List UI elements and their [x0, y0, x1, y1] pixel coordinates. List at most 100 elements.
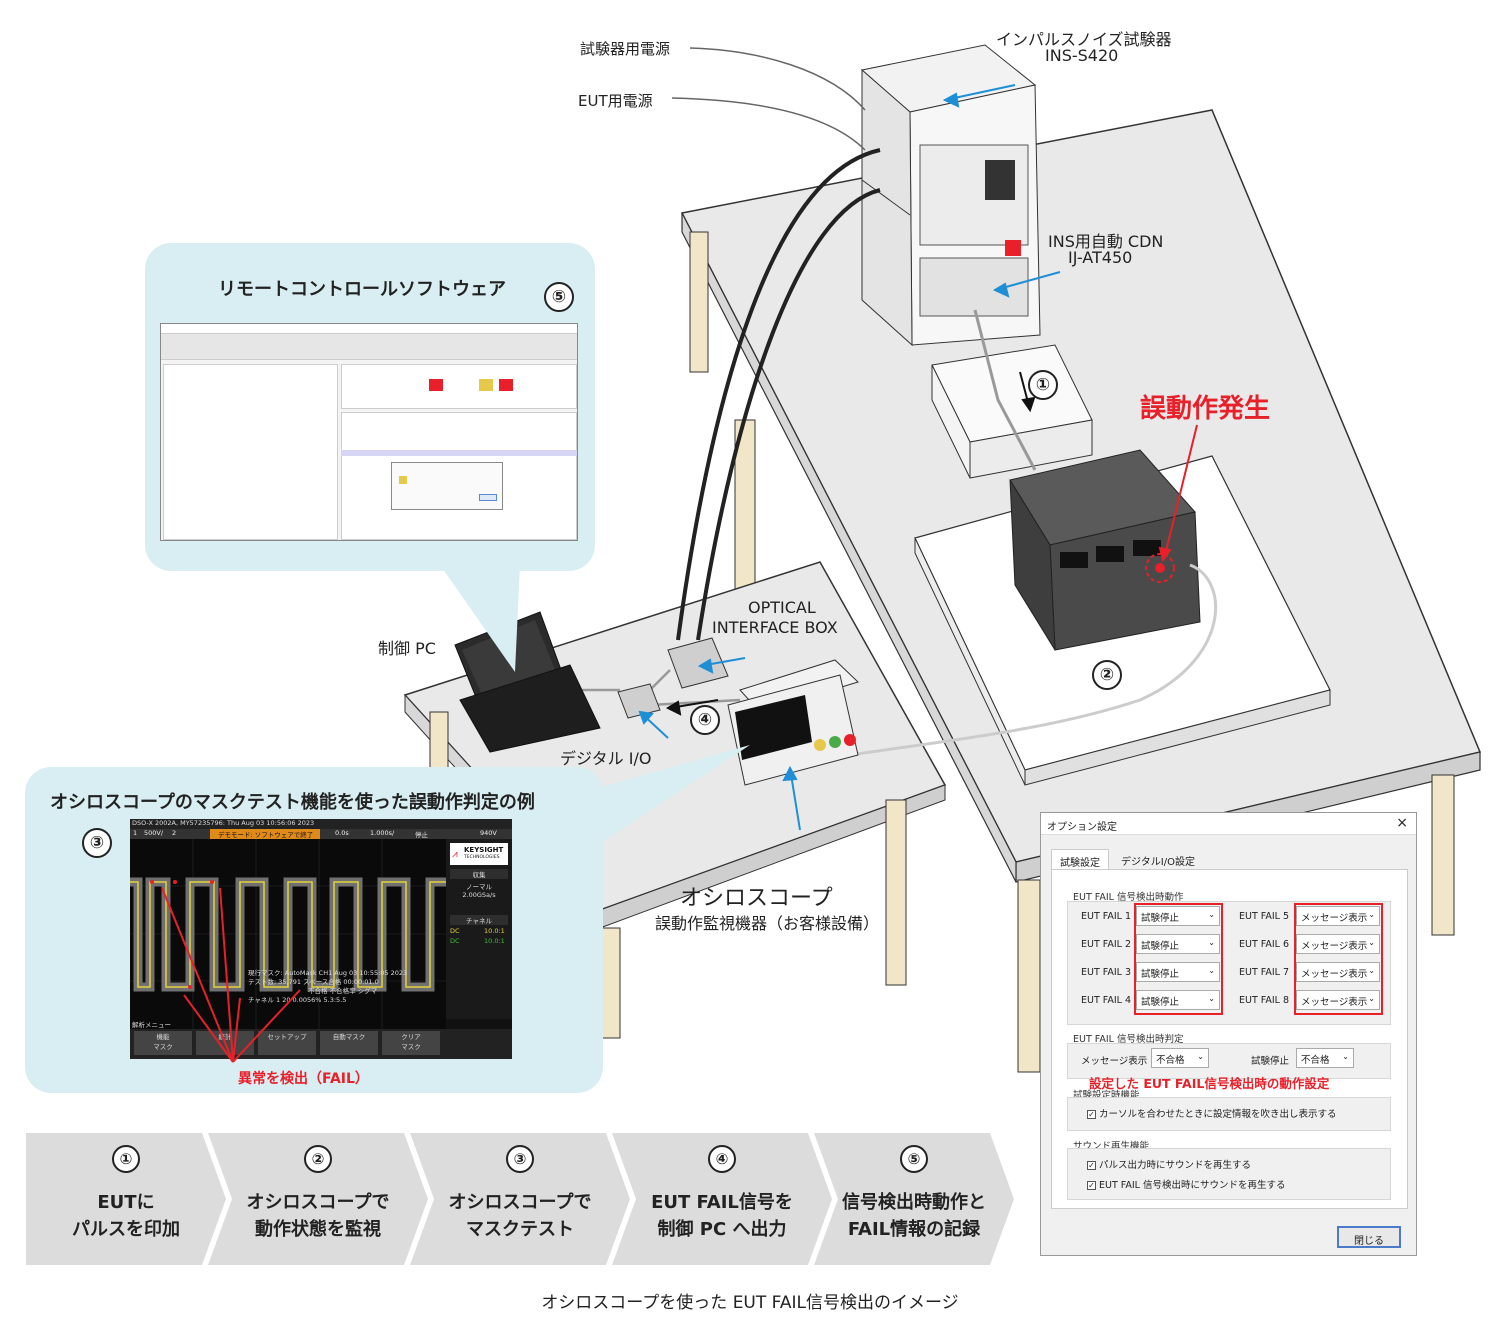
checkbox-checked-icon: ✓ — [1087, 1181, 1096, 1190]
chevron-down-icon: ⌄ — [1208, 910, 1215, 919]
acq-mode: ノーマル — [466, 883, 492, 891]
tab-digital-io[interactable]: デジタルI/O設定 — [1121, 857, 1195, 868]
softkey-automask[interactable]: 自動マスク — [320, 1031, 378, 1055]
fail8-value: メッセージ表示 — [1301, 997, 1368, 1008]
step-2-chevron — [208, 1133, 428, 1265]
fail6-label: EUT FAIL 6 — [1239, 939, 1290, 950]
step-3-line2: マスクテスト — [466, 1219, 574, 1240]
step-4-line1: EUT FAIL信号を — [651, 1192, 793, 1213]
remote-software-screenshot — [160, 323, 578, 541]
tooltip-checkbox-label: カーソルを合わせたときに設定情報を吹き出し表示する — [1099, 1109, 1337, 1120]
digital-io-label: デジタル I/O — [560, 749, 652, 768]
fail-setting-annotation: 設定した EUT FAIL信号検出時の動作設定 — [1089, 1076, 1330, 1091]
fail-left-highlight — [1134, 903, 1223, 1015]
figure-caption: オシロスコープを使った EUT FAIL信号検出のイメージ — [541, 1293, 959, 1313]
step-1-chevron — [26, 1133, 226, 1265]
fail2-select[interactable]: 試験停止⌄ — [1136, 934, 1220, 954]
chan-head: チャネル — [450, 915, 508, 925]
judge-message-select[interactable]: 不合格 ⌄ — [1151, 1048, 1209, 1068]
judge-message-value: 不合格 — [1156, 1055, 1185, 1066]
fail8-select[interactable]: メッセージ表示⌄ — [1296, 990, 1380, 1010]
fail-right-highlight — [1294, 903, 1383, 1015]
fail3-select[interactable]: 試験停止⌄ — [1136, 962, 1220, 982]
fail7-label: EUT FAIL 7 — [1239, 967, 1290, 978]
eut-power-label: EUT用電源 — [578, 92, 653, 110]
fail7-select[interactable]: メッセージ表示⌄ — [1296, 962, 1380, 982]
scope-menu-head: 解析メニュー — [132, 1021, 171, 1029]
scope-tdiv: 1.000s/ — [370, 829, 395, 837]
step-4-number: ④ — [708, 1145, 736, 1173]
dialog-titlebar: オプション設定 × — [1041, 813, 1416, 835]
scope-count: 940V — [480, 829, 497, 837]
step-4-line2: 制御 PC へ出力 — [657, 1219, 787, 1240]
softkey-clear-mask[interactable]: クリア マスク — [382, 1031, 440, 1055]
fail-arrows — [161, 887, 301, 1063]
scope-time: 0.0s — [335, 829, 349, 837]
step-2-line1: オシロスコープで — [246, 1192, 390, 1213]
callout-tail-scope — [590, 745, 750, 850]
fail4-select[interactable]: 試験停止⌄ — [1136, 990, 1220, 1010]
close-icon[interactable]: × — [1396, 815, 1408, 831]
step-2: ② オシロスコープで動作状態を監視 — [208, 1133, 428, 1265]
step-3-chevron — [410, 1133, 630, 1265]
fail4-value: 試験停止 — [1141, 997, 1180, 1008]
sound-pulse-label: パルス出力時にサウンドを再生する — [1099, 1160, 1252, 1171]
coupling-box — [931, 344, 1093, 479]
tab-test-settings[interactable]: 試験設定 — [1051, 849, 1109, 869]
marker-1: ① — [1028, 370, 1058, 400]
fail1-label: EUT FAIL 1 — [1081, 911, 1132, 922]
chevron-down-icon: ⌄ — [1368, 994, 1375, 1003]
mask-line-1: 現行マスク: AutoMask CH1 Aug 03 10:55:05 2023 — [248, 969, 408, 977]
group-test-func-title: 試験設定時機能 — [1073, 1090, 1140, 1101]
black-arrows — [665, 371, 1036, 716]
fail4-label: EUT FAIL 4 — [1081, 995, 1132, 1006]
softkey-setup[interactable]: セットアップ — [258, 1031, 316, 1055]
scope-header: DSO-X 2002A, MY57235796: Thu Aug 03 10:5… — [130, 819, 512, 829]
judge-stop-select[interactable]: 不合格⌄ — [1296, 1048, 1354, 1068]
judge-stop-value: 不合格 — [1301, 1055, 1330, 1066]
close-button[interactable]: 閉じる — [1337, 1226, 1401, 1248]
fail-detected-label: 異常を検出（FAIL） — [238, 1071, 369, 1087]
chan1-probe: 10.0:1 — [484, 927, 505, 935]
mask-line-2: テスト数: 35,791 スペース合格 00:00:01.0 — [248, 978, 379, 986]
tooltip-checkbox[interactable]: ✓カーソルを合わせたときに設定情報を吹き出し表示する — [1087, 1106, 1337, 1120]
marker-5: ⑤ — [544, 282, 574, 312]
judge-stop-label: 試験停止 — [1251, 1056, 1290, 1067]
mask-line-4: チャネル 1 20 0.0056% 5.3:5.5 — [248, 996, 347, 1004]
keysight-brand-sub: TECHNOLOGIES — [464, 855, 500, 860]
scope-side-panel: ⩘ KEYSIGHT TECHNOLOGIES 収集 ノーマル 2.00GSa/… — [446, 839, 512, 1019]
dialog-title: オプション設定 — [1047, 822, 1117, 833]
optical-box-label-2: INTERFACE BOX — [712, 618, 838, 637]
step-4: ④ EUT FAIL信号を制御 PC へ出力 — [612, 1133, 832, 1265]
scope-screen: DSO-X 2002A, MY57235796: Thu Aug 03 10:5… — [130, 819, 512, 1059]
chevron-down-icon: ⌄ — [1208, 938, 1215, 947]
chevron-down-icon: ⌄ — [1197, 1052, 1204, 1061]
checkbox-checked-icon: ✓ — [1087, 1161, 1096, 1170]
fail8-label: EUT FAIL 8 — [1239, 995, 1290, 1006]
step-5-line2: FAIL情報の記録 — [847, 1219, 981, 1240]
sound-pulse-checkbox[interactable]: ✓パルス出力時にサウンドを再生する — [1087, 1157, 1251, 1171]
fail5-label: EUT FAIL 5 — [1239, 911, 1290, 922]
oscilloscope-device — [727, 659, 859, 786]
scope-ch2: 2 — [172, 829, 177, 837]
scope-status-bar: 1 500V/ 2 デモモード: ソフトウェアで終了 0.0s 1.000s/ … — [130, 829, 512, 839]
ins-name-label: インパルスノイズ試験器 — [996, 30, 1172, 49]
eut-device — [1009, 449, 1201, 651]
step-3-line1: オシロスコープで — [448, 1192, 592, 1213]
step-1-number: ① — [112, 1145, 140, 1173]
checkbox-checked-icon: ✓ — [1087, 1110, 1096, 1119]
fail1-select[interactable]: 試験停止⌄ — [1136, 906, 1220, 926]
fail5-select[interactable]: メッセージ表示⌄ — [1296, 906, 1380, 926]
scope-waveform — [130, 839, 446, 1029]
group-fail-action-title: EUT FAIL 信号検出時動作 — [1073, 892, 1184, 903]
chan2-coupling: DC — [450, 937, 460, 945]
step-4-chevron — [612, 1133, 832, 1265]
step-5-number: ⑤ — [900, 1145, 928, 1173]
sound-fail-checkbox[interactable]: ✓EUT FAIL 信号検出時にサウンドを再生する — [1087, 1177, 1285, 1191]
fail6-select[interactable]: メッセージ表示⌄ — [1296, 934, 1380, 954]
step-1-line1: EUTに — [97, 1192, 155, 1213]
softkey-mask-function[interactable]: 機能 マスク — [134, 1031, 192, 1055]
chevron-down-icon: ⌄ — [1208, 966, 1215, 975]
chevron-down-icon: ⌄ — [1368, 910, 1375, 919]
